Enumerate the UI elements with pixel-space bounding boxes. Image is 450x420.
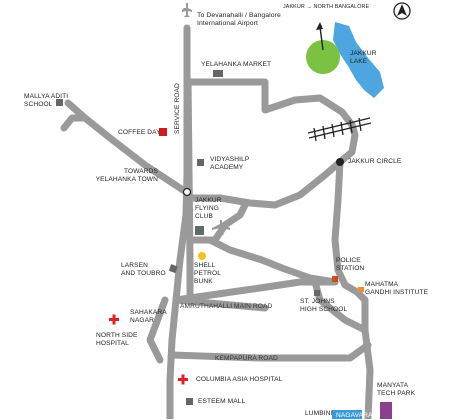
st-johns-label: ST. JOHNS HIGH SCHOOL xyxy=(300,298,348,313)
jakkur-lake-label: JAKKUR LAKE xyxy=(350,50,377,65)
red-cross-icon xyxy=(109,314,119,325)
esteem-mall-marker xyxy=(186,398,193,405)
jakkur-lake xyxy=(333,22,384,98)
coffee-day-marker xyxy=(159,128,167,136)
lumbini-label: LUMBINI xyxy=(305,410,333,417)
kempapura-road xyxy=(168,341,372,362)
jakkur-park xyxy=(306,40,340,74)
jakkur-north-label: JAKKUR → NORTH BANGALORE xyxy=(283,4,370,10)
manyata-label: MANYATA TECH PARK xyxy=(377,382,416,397)
jakkur-flying-club-label: JAKKUR FLYING CLUB xyxy=(195,197,222,220)
st-johns-marker xyxy=(314,290,320,296)
mahatma-label: MAHATMA GANDHI INSTITUTE xyxy=(365,281,429,296)
north-bangalore-arrow xyxy=(319,26,324,51)
north-side-label: NORTH SIDE HOSPITAL xyxy=(96,332,138,347)
sahakara-label: SAHAKARA NAGAR xyxy=(130,309,167,324)
jakkur-circle-label: JAKKUR CIRCLE xyxy=(348,158,402,165)
larsen-label: LARSEN AND TOUBRO xyxy=(121,262,166,277)
mallya-marker xyxy=(56,99,63,106)
shell-road xyxy=(206,236,339,286)
service-road-label: SERVICE ROAD xyxy=(174,83,181,134)
shell-bunk-marker xyxy=(198,252,206,260)
vidyashilp-marker xyxy=(197,159,204,166)
vidyashilp-label: VIDYASHILP ACADEMY xyxy=(210,156,250,171)
flying-club-marker xyxy=(195,226,204,235)
airport-direction-label: To Devanahalli / Bangalore International… xyxy=(197,12,281,27)
road-network xyxy=(60,24,374,419)
north-arrow-icon xyxy=(393,2,411,20)
red-cross-icon xyxy=(178,374,188,385)
nagavara-marker xyxy=(332,410,362,419)
towards-yelahanka-label: TOWARDS YELAHANKA TOWN xyxy=(95,168,158,183)
service-road xyxy=(184,76,194,304)
airplane-icon xyxy=(182,3,192,17)
kempapura-road-label: KEMPAPURA ROAD xyxy=(215,355,278,362)
jakkur-south-road xyxy=(331,158,374,419)
airplane-icon xyxy=(212,220,230,235)
coffee-day-label: COFFEE DAY xyxy=(118,129,161,136)
yelahanka-market-marker xyxy=(213,70,223,77)
larsen-marker xyxy=(168,264,178,274)
police-station-label: POLICE STATION xyxy=(336,257,365,272)
nagavara-label: NAGAVARA xyxy=(336,412,373,419)
towards-yelahanka-road xyxy=(64,99,190,196)
railway-line xyxy=(307,117,372,142)
columbia-label: COLUMBIA ASIA HOSPITAL xyxy=(196,376,283,383)
yelahanka-market-road xyxy=(184,78,356,129)
mahatma-marker xyxy=(358,287,364,292)
amruthahalli-road-label: AMRUTHAHALLI MAIN ROAD xyxy=(180,303,273,310)
flyover-marker xyxy=(182,187,192,197)
mallya-label: MALLYA ADITI SCHOOL xyxy=(24,93,69,108)
shell-label: SHELL PETROL BUNK xyxy=(194,262,221,285)
jakkur-circle-marker xyxy=(336,158,344,166)
manyata-marker xyxy=(380,402,392,419)
police-station-marker xyxy=(332,276,338,282)
mallya-road xyxy=(60,114,89,132)
sahakara-road xyxy=(146,296,169,364)
yelahanka-market-label: YELAHANKA MARKET xyxy=(201,61,272,68)
jakkur-circle-road xyxy=(186,121,359,209)
esteem-mall-label: ESTEEM MALL xyxy=(198,398,246,405)
